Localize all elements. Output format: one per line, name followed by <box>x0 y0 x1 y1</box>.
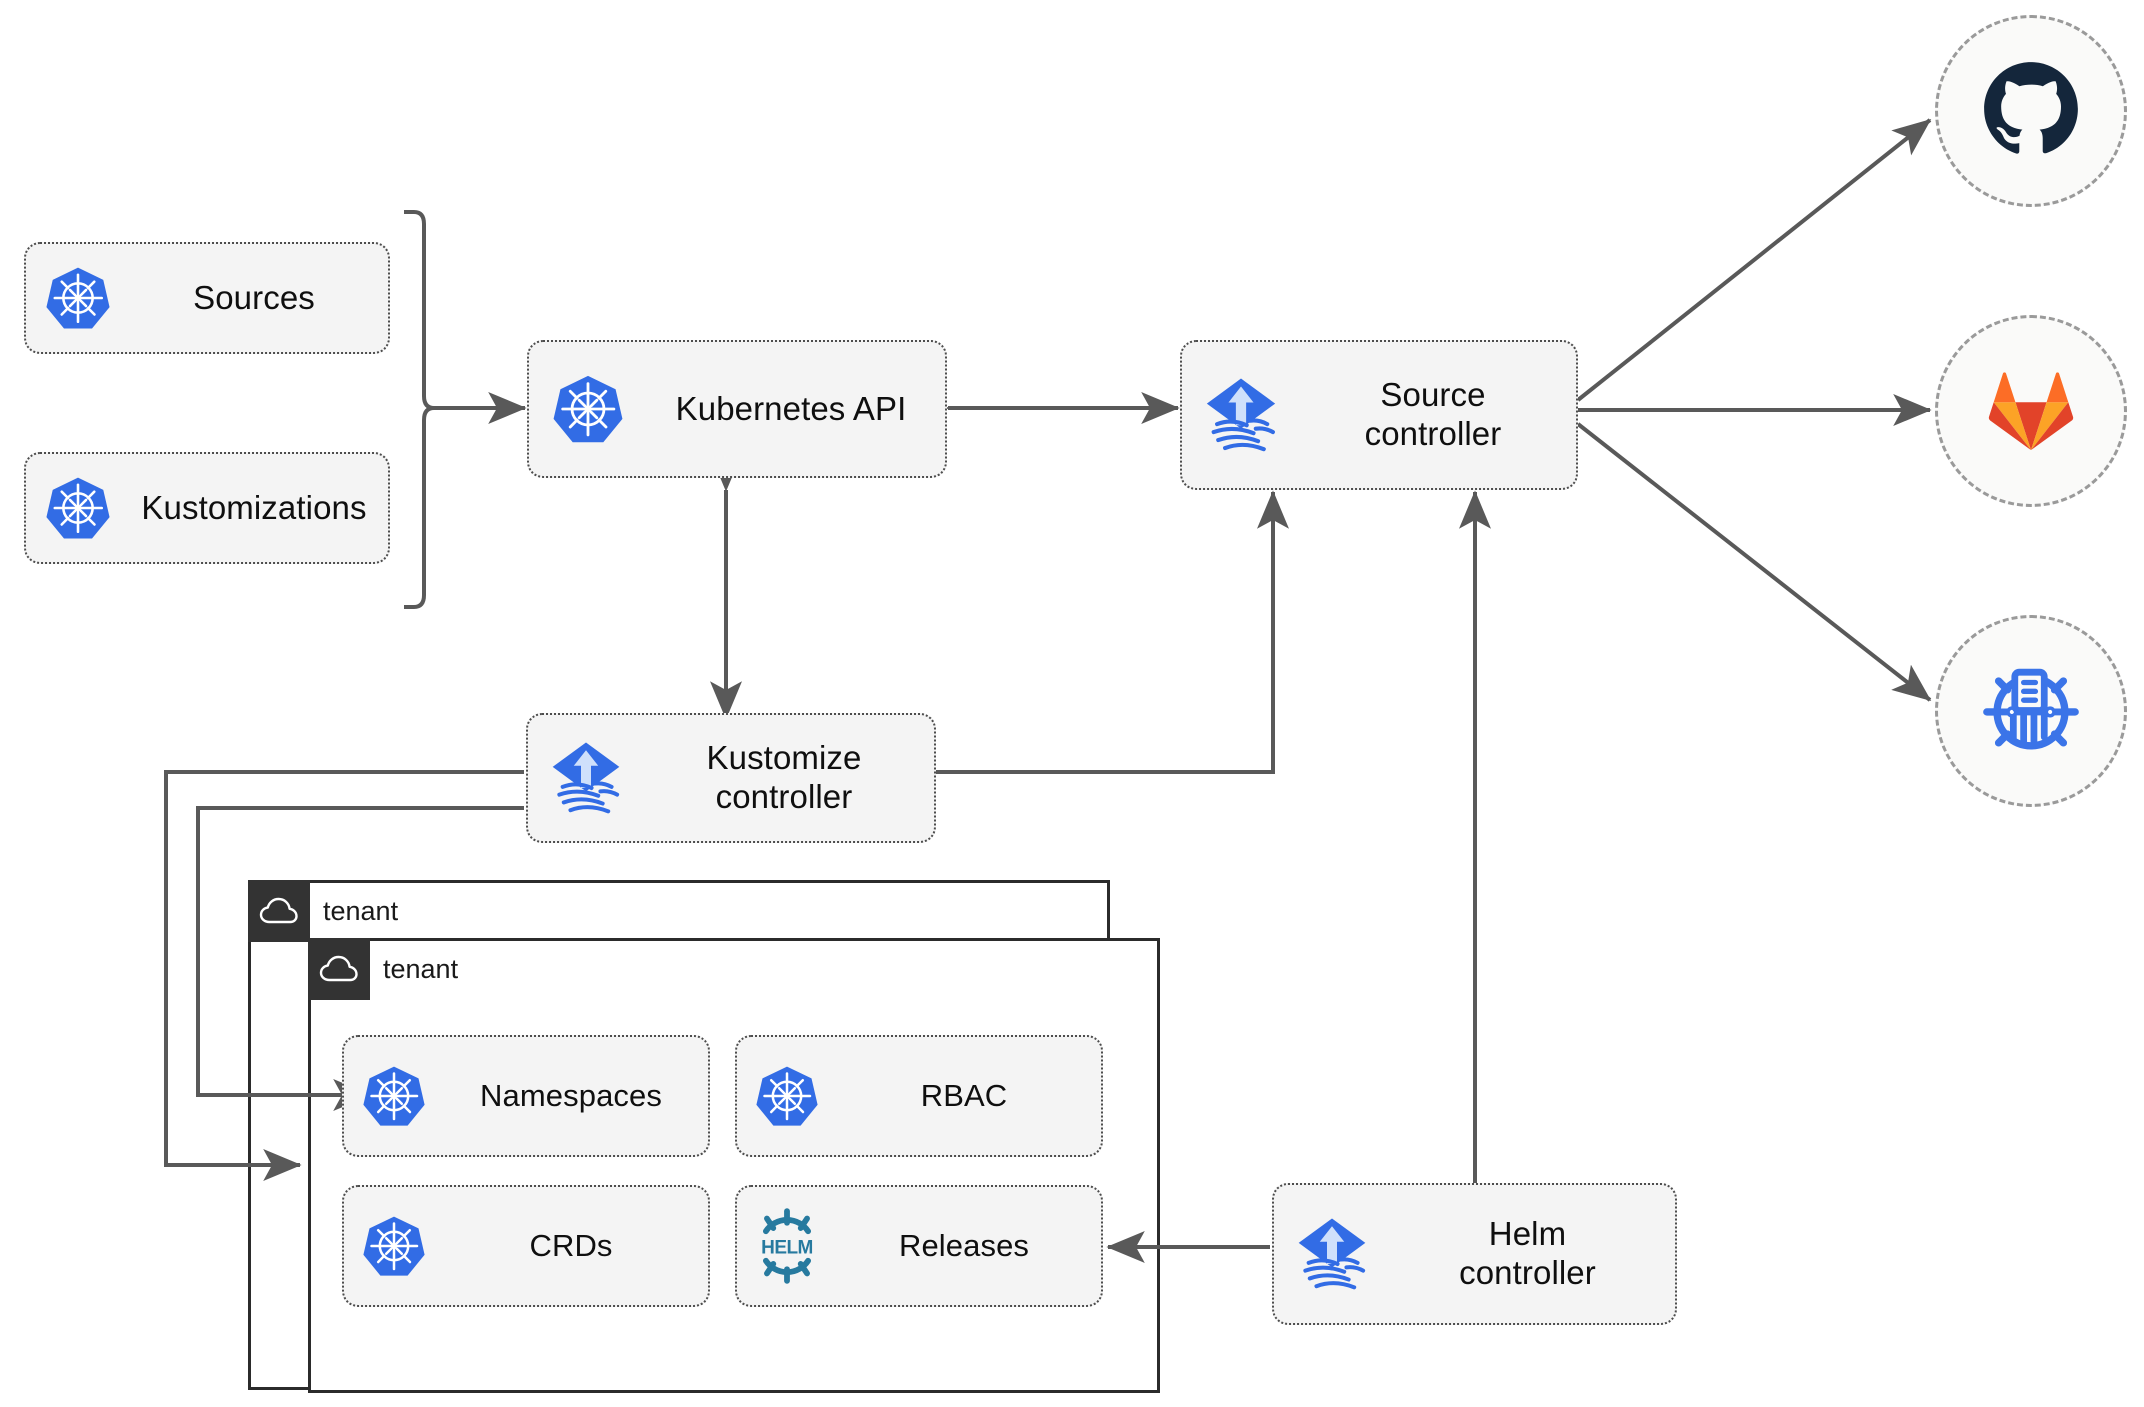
node-label: Sources <box>193 278 315 316</box>
kubernetes-icon <box>344 1214 444 1278</box>
node-label: CRDs <box>529 1227 613 1263</box>
node-label: Kustomize controller <box>706 739 862 815</box>
node-kustomize-controller[interactable]: Kustomize controller <box>526 713 936 843</box>
gitlab-icon <box>1984 364 2078 459</box>
node-crds[interactable]: CRDs <box>342 1185 710 1307</box>
cloud-icon <box>308 938 370 1000</box>
svg-text:HELM: HELM <box>761 1237 813 1258</box>
github-icon <box>1981 59 2081 164</box>
kubernetes-icon <box>26 265 130 331</box>
node-namespaces[interactable]: Namespaces <box>342 1035 710 1157</box>
node-label: Helm controller <box>1459 1215 1596 1291</box>
helm-repository-icon <box>1978 656 2084 767</box>
link-source-controller-to-github <box>1576 118 1932 402</box>
tenant-label: tenant <box>383 953 459 984</box>
link-kustomize-to-tenant-1 <box>164 770 524 1181</box>
provider-gitlab[interactable] <box>1935 315 2127 507</box>
node-helm-controller[interactable]: Helm controller <box>1272 1183 1677 1325</box>
node-label: Kubernetes API <box>675 389 907 427</box>
kubernetes-icon <box>26 475 130 541</box>
link-source-controller-to-helm-repository <box>1576 422 1932 702</box>
cloud-icon <box>248 880 310 942</box>
node-label: Releases <box>898 1227 1030 1263</box>
node-kubernetes-api[interactable]: Kubernetes API <box>527 340 947 478</box>
node-label: Source controller <box>1364 376 1502 452</box>
helm-icon: HELM <box>737 1208 837 1284</box>
node-rbac[interactable]: RBAC <box>735 1035 1103 1157</box>
flux-icon <box>528 738 644 818</box>
node-label: Namespaces <box>480 1077 662 1113</box>
node-source-controller[interactable]: Source controller <box>1180 340 1578 490</box>
link-kustomize-to-tenant-2 <box>196 806 524 1111</box>
node-releases[interactable]: HELM Releases <box>735 1185 1103 1307</box>
kubernetes-icon <box>344 1064 444 1128</box>
provider-github[interactable] <box>1935 15 2127 207</box>
kubernetes-icon <box>529 373 647 445</box>
tenant-container-inner: tenant <box>308 938 1160 1393</box>
node-label: RBAC <box>920 1077 1008 1113</box>
flux-icon <box>1182 374 1300 456</box>
provider-helm-repository[interactable] <box>1935 615 2127 807</box>
node-kustomizations[interactable]: Kustomizations <box>24 452 390 564</box>
flux-icon <box>1274 1214 1390 1294</box>
tenant-label: tenant <box>323 895 399 926</box>
node-sources[interactable]: Sources <box>24 242 390 354</box>
kubernetes-icon <box>737 1064 837 1128</box>
link-kustomize-to-source-controller <box>935 490 1289 774</box>
node-label: Kustomizations <box>141 488 367 526</box>
